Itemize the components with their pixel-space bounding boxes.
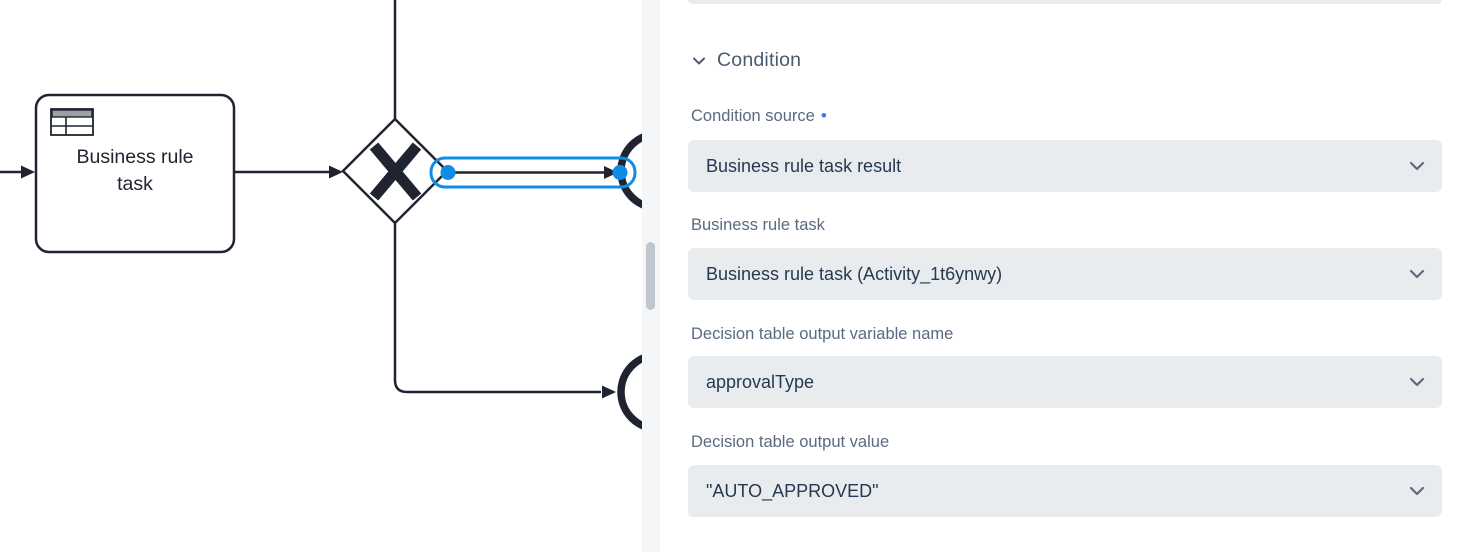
sequence-flow-incoming[interactable] — [0, 165, 35, 179]
panel-scrollbar-thumb[interactable] — [646, 242, 655, 310]
sequence-flow-gateway-to-bottom-event[interactable] — [393, 223, 616, 399]
field-label-output-variable-name: Decision table output variable name — [691, 325, 954, 343]
business-rule-task-select[interactable]: Business rule task (Activity_1t6ynwy) — [688, 248, 1442, 300]
arrowhead-icon — [329, 165, 343, 179]
field-label-output-value: Decision table output value — [691, 433, 890, 451]
panel-scrollbar-track[interactable] — [642, 0, 660, 552]
event-circle-bottom[interactable] — [617, 354, 642, 430]
sequence-flow-selected[interactable] — [429, 156, 637, 189]
chevron-down-icon — [1409, 161, 1425, 171]
sequence-flow-task-to-gateway[interactable] — [234, 165, 343, 179]
field-label-business-rule-task: Business rule task — [691, 216, 825, 234]
output-variable-name-select[interactable]: approvalType — [688, 356, 1442, 408]
decision-table-icon — [50, 108, 94, 136]
output-value-select[interactable]: "AUTO_APPROVED" — [688, 465, 1442, 517]
properties-panel: Condition Condition source• Business rul… — [660, 0, 1466, 552]
section-title: Condition — [717, 49, 802, 71]
chevron-down-icon — [1409, 486, 1425, 496]
chevron-down-icon — [1409, 377, 1425, 387]
gateway-x-icon — [369, 142, 422, 201]
previous-field-cutoff — [688, 0, 1442, 4]
business-rule-task-shape[interactable]: Business rule task — [34, 93, 236, 254]
chevron-down-icon — [1409, 269, 1425, 279]
chevron-down-icon — [693, 57, 705, 64]
flow-endpoint-handle-start[interactable] — [440, 165, 456, 180]
field-label-condition-source: Condition source• — [691, 106, 827, 125]
flow-endpoint-handle-end[interactable] — [612, 165, 628, 180]
condition-section-header[interactable]: Condition — [691, 49, 801, 72]
arrowhead-icon — [602, 385, 616, 399]
task-label-line1: Business rule — [76, 146, 193, 168]
exclusive-gateway-shape[interactable] — [341, 117, 449, 225]
arrowhead-icon — [21, 165, 35, 179]
bpmn-canvas[interactable]: Business rule task — [0, 0, 642, 552]
condition-source-select[interactable]: Business rule task result — [688, 140, 1442, 192]
bpmn-diagram-svg: Business rule task — [0, 0, 642, 430]
selection-outline — [429, 156, 637, 189]
required-dot: • — [820, 106, 827, 125]
task-label-line2: task — [117, 173, 153, 195]
arrowhead-icon — [604, 166, 618, 179]
